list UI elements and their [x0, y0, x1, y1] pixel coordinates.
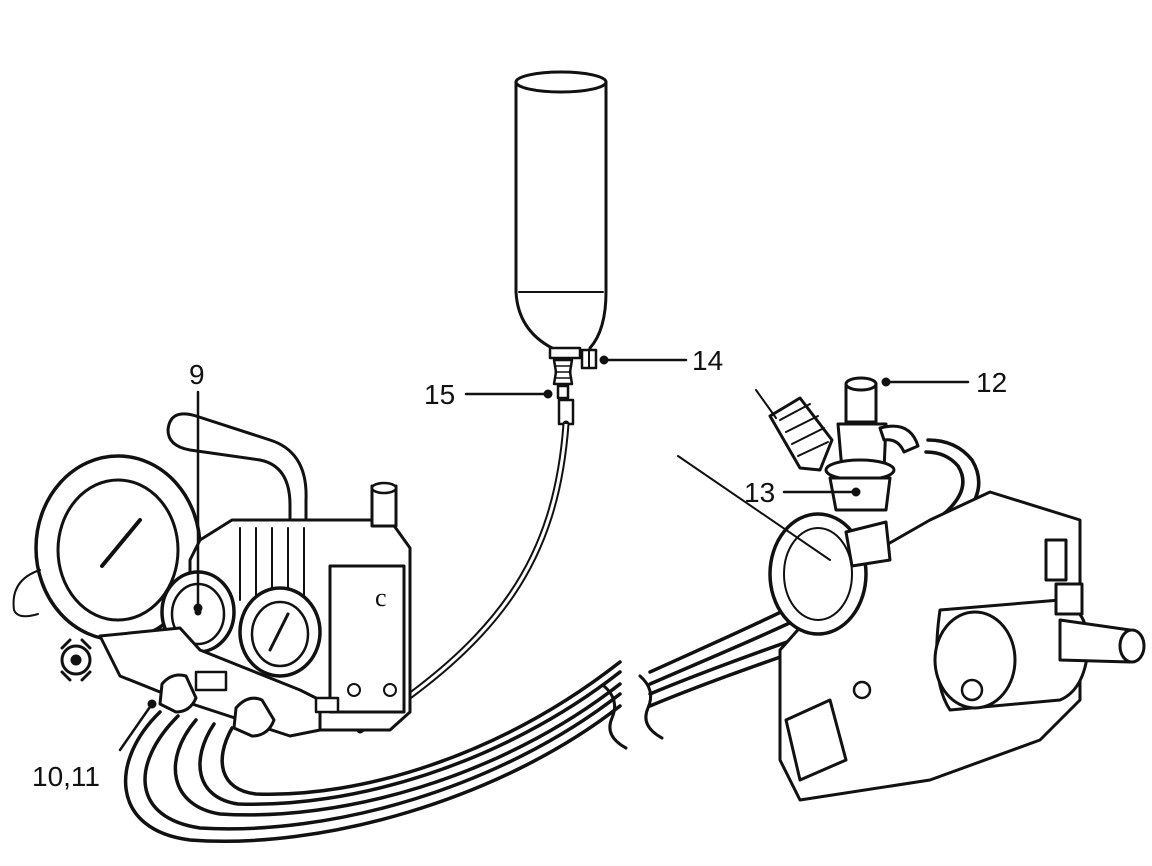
bottle-drain-tube — [356, 420, 570, 734]
brake-master-cylinder-assembly — [677, 376, 1146, 802]
valves-10-11 — [158, 670, 276, 738]
gauge-secondary — [238, 586, 322, 678]
connector-15 — [552, 358, 575, 426]
valve-14 — [580, 348, 598, 370]
callout-leaders — [118, 355, 970, 752]
callout-14: 14 — [692, 345, 723, 376]
callout-15: 15 — [424, 379, 455, 410]
svg-text:c: c — [375, 583, 387, 612]
adjust-knob-left — [60, 638, 92, 682]
callout-12: 12 — [976, 367, 1007, 398]
callout-13: 13 — [744, 477, 775, 508]
fluid-bottle — [514, 70, 608, 360]
callout-9: 9 — [189, 359, 205, 390]
bleeder-unit: c — [12, 412, 412, 738]
reservoir-adaptor-12 — [836, 376, 888, 472]
callout-10-11: 10,11 — [32, 761, 100, 792]
